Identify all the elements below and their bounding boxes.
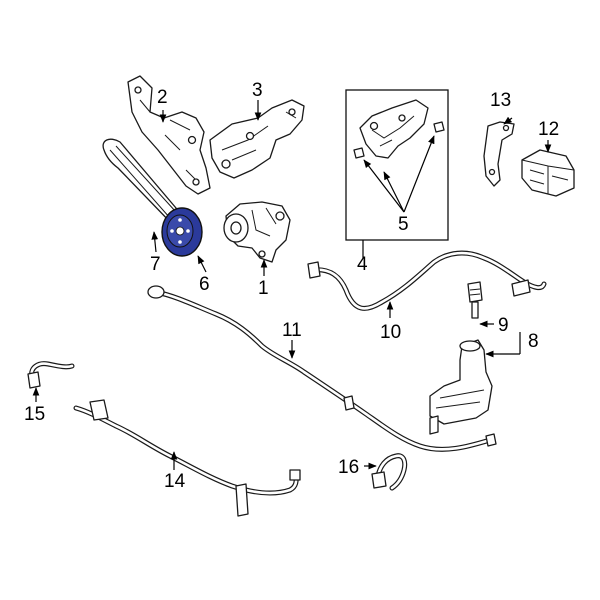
callout-9: 9 (498, 315, 509, 336)
callout-8: 8 (528, 331, 539, 352)
part-3-mount-bracket[interactable] (209, 99, 305, 179)
part-9-cap[interactable] (467, 281, 483, 319)
callout-10: 10 (380, 322, 401, 343)
callout-6: 6 (199, 274, 210, 295)
part-13-bracket[interactable] (483, 121, 515, 187)
callout-5: 5 (398, 214, 409, 235)
part-4-bracket-assembly[interactable] (353, 99, 445, 159)
callout-labels: 2 3 1 4 5 6 7 8 9 10 11 12 13 14 15 16 (24, 80, 559, 492)
callout-11: 11 (282, 320, 302, 341)
callout-15: 15 (24, 404, 45, 425)
part-11-pressure-line[interactable] (147, 285, 497, 452)
callout-4: 4 (357, 254, 368, 275)
callout-3: 3 (252, 80, 263, 101)
part-6-pulley-highlighted[interactable] (161, 207, 203, 257)
callout-2: 2 (157, 87, 168, 108)
callout-14: 14 (164, 471, 186, 492)
part-8-reservoir[interactable] (429, 339, 493, 435)
part-14-return-line[interactable] (73, 399, 301, 517)
callout-7: 7 (150, 254, 161, 275)
callout-13: 13 (490, 90, 511, 111)
part-4-group-box (345, 89, 449, 241)
leader-lines (32, 100, 552, 470)
part-16-elbow-hose[interactable] (371, 453, 408, 491)
callout-16: 16 (338, 457, 359, 478)
part-10-hose[interactable] (307, 250, 547, 311)
callout-1: 1 (258, 278, 269, 299)
callout-12: 12 (538, 119, 559, 140)
part-2-bracket[interactable] (127, 75, 211, 195)
part-15-elbow-hose[interactable] (27, 361, 75, 389)
part-12-module[interactable] (521, 149, 575, 197)
part-1-pump[interactable] (223, 201, 291, 263)
